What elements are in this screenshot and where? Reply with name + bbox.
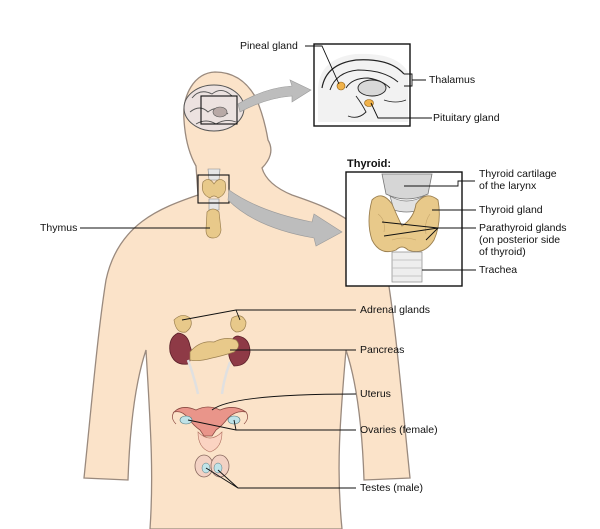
leader-lines (80, 45, 476, 489)
ovaries-label: Ovaries (female) (360, 424, 438, 436)
uterus-label: Uterus (360, 388, 391, 400)
testes-organ (194, 431, 230, 478)
thymus-gland (205, 208, 222, 239)
thyroid-cartilage-label: Thyroid cartilage of the larynx (479, 168, 560, 192)
thyroid-detail-inset (345, 171, 463, 287)
parathyroid-glands-label: Parathyroid glands (on posterior side of… (479, 222, 569, 258)
neck-zoom-box (197, 174, 230, 204)
thyroid-zoom-arrow (227, 189, 343, 247)
pancreas-organ (189, 338, 239, 362)
testes-label: Testes (male) (360, 482, 423, 494)
brain-zoom-box (200, 95, 238, 125)
pineal-gland-label: Pineal gland (240, 40, 298, 52)
thymus-label: Thymus (40, 222, 77, 234)
pancreas-label: Pancreas (360, 344, 404, 356)
thyroid-inset-title: Thyroid: (347, 158, 391, 170)
thyroid-gland-label: Thyroid gland (479, 204, 543, 216)
body-silhouette (83, 71, 411, 529)
pituitary-gland-label: Pituitary gland (433, 112, 500, 124)
brain-zoom-arrow (237, 79, 312, 113)
thalamus-label: Thalamus (429, 74, 475, 86)
adrenal-glands-label: Adrenal glands (360, 304, 430, 316)
brain-detail-inset (313, 43, 411, 127)
neck-thyroid-small (201, 168, 227, 211)
trachea-label: Trachea (479, 264, 517, 276)
